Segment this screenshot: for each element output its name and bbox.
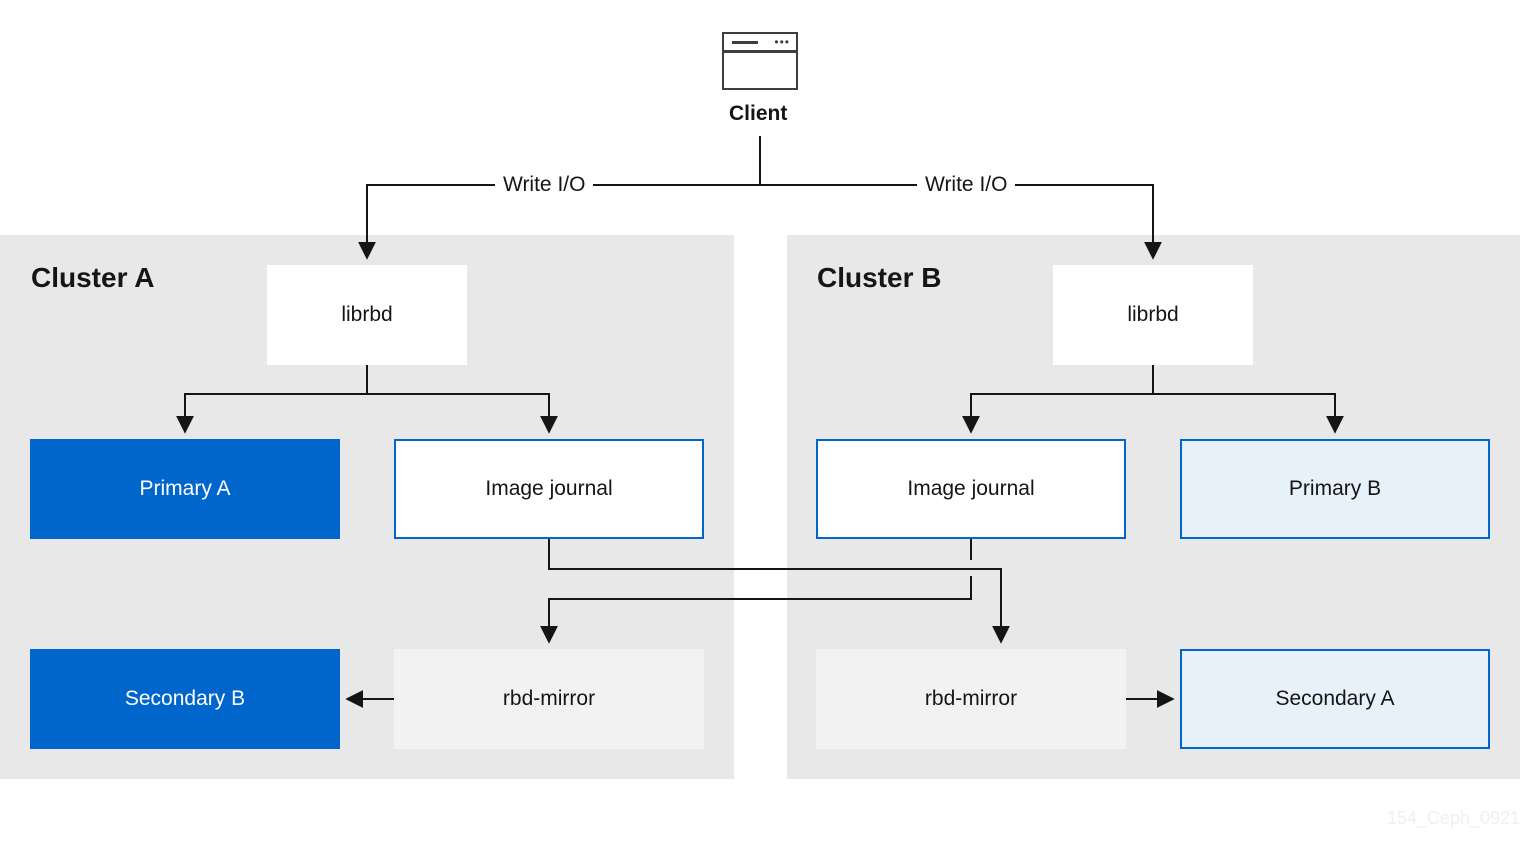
image-journal-a: Image journal [394, 439, 704, 539]
cluster-b-title: Cluster B [817, 262, 942, 293]
application-window-icon: ••• [722, 32, 798, 90]
primary-b: Primary B [1180, 439, 1490, 539]
write-io-left-line [358, 184, 760, 260]
rbd-mirror-b: rbd-mirror [816, 649, 1126, 749]
write-io-right-line [760, 184, 1162, 260]
librbd-a-to-primary-a [176, 365, 368, 434]
secondary-b: Secondary B [30, 649, 340, 749]
figure-id-watermark: 154_Ceph_0921 [1386, 808, 1520, 828]
secondary-a: Secondary A [1180, 649, 1490, 749]
librbd-b: librbd [1053, 265, 1253, 365]
rbd-mirror-a: rbd-mirror [394, 649, 704, 749]
librbd-b-to-journal-b [962, 365, 1154, 434]
primary-a: Primary A [30, 439, 340, 539]
image-journal-b: Image journal [816, 439, 1126, 539]
journal-a-to-mirror-b [548, 539, 1010, 644]
librbd-b-to-primary-b [1153, 393, 1344, 434]
librbd-a-to-journal-a [367, 393, 558, 434]
write-io-left-label: Write I/O [495, 173, 594, 197]
client-label: Client [729, 102, 788, 125]
cluster-a-title: Cluster A [31, 262, 155, 293]
write-io-right-label: Write I/O [917, 173, 1016, 197]
librbd-a: librbd [267, 265, 467, 365]
journal-b-to-mirror-a [540, 576, 972, 644]
